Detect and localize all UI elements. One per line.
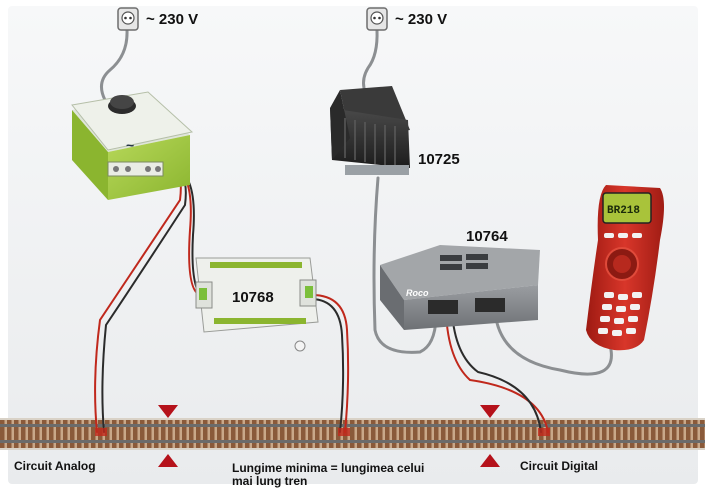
- transformer-label: 10725: [418, 151, 460, 168]
- section-markers: [158, 405, 500, 467]
- plug-icon-right: [366, 7, 388, 31]
- marker-right-top: [480, 405, 500, 418]
- track: [0, 418, 705, 450]
- background-panel: [8, 6, 698, 484]
- power-label-right: ~ 230 V: [395, 11, 447, 28]
- handset-controller: BR218: [586, 185, 664, 351]
- amplifier-label: 10764: [466, 228, 508, 245]
- plug-icon-left: [117, 7, 139, 31]
- module-10768: [195, 257, 319, 352]
- wires: [94, 28, 613, 433]
- svg-text:~: ~: [126, 137, 134, 153]
- power-label-left: ~ 230 V: [146, 11, 198, 28]
- caption-digital: Circuit Digital: [520, 459, 598, 473]
- transformer-10725: [330, 86, 410, 175]
- amplifier-10764: Roco: [380, 245, 540, 330]
- marker-right-bottom: [480, 454, 500, 467]
- marker-left-top: [158, 405, 178, 418]
- caption-analog: Circuit Analog: [14, 459, 96, 473]
- caption-minimum-line1: Lungime minima = lungimea celui: [232, 461, 424, 475]
- track-contacts: [95, 428, 550, 436]
- caption-minimum-line2: mai lung tren: [232, 474, 307, 488]
- analog-controller: ~: [71, 91, 194, 200]
- marker-left-bottom: [158, 454, 178, 467]
- amplifier-brand: Roco: [406, 288, 429, 298]
- handset-screen: BR218: [607, 205, 640, 217]
- module-label: 10768: [232, 289, 274, 306]
